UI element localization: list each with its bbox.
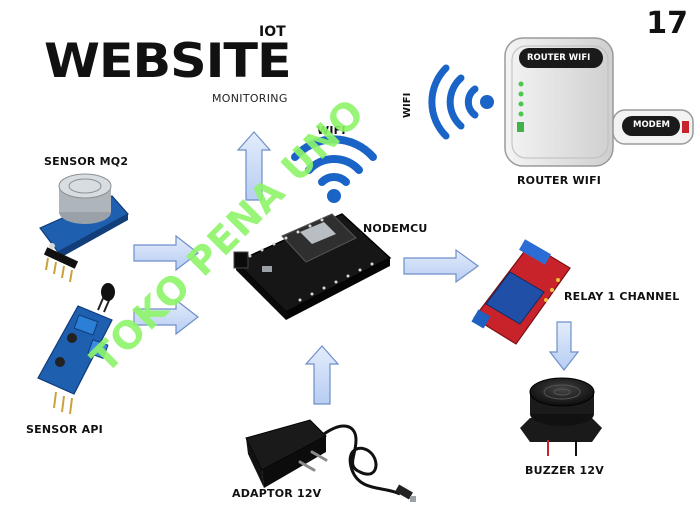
arrow-relay-to-buzzer [548,321,580,371]
modem-image [612,109,694,145]
buzzer-image [520,377,602,456]
arrow-api-to-nodemcu [133,298,199,336]
nodemcu-board-image [233,213,392,320]
sensor-api-image [37,283,115,415]
label-wifi: WIFI [317,124,346,137]
adaptor-image [245,419,416,502]
label-buzzer: BUZZER 12V [525,464,604,477]
arrow-adaptor-to-nodemcu [304,345,340,405]
label-router-wifi: ROUTER WIFI [517,174,602,187]
monitoring-label: MONITORING [212,92,288,105]
iot-label: IOT [259,24,286,40]
sensor-mq2-image [39,173,129,283]
label-wifi-vertical: WIFI [402,92,413,118]
relay-image [471,239,571,345]
router-badge-text: ROUTER WIFI [527,53,591,63]
arrow-mq2-to-nodemcu [133,234,199,272]
label-sensor-api: SENSOR API [26,423,103,436]
label-sensor-mq2: SENSOR MQ2 [44,155,129,168]
website-title: WEBSITE [44,34,292,89]
label-nodemcu: NODEMCU [363,222,428,235]
wifi-icon [291,135,377,203]
label-adaptor: ADAPTOR 12V [232,487,322,500]
label-relay: RELAY 1 CHANNEL [564,290,680,303]
arrow-nodemcu-to-website [236,131,272,201]
wifi-router-icon [428,64,494,140]
page-number: 17 [646,6,688,41]
arrow-nodemcu-to-relay [403,248,480,284]
router-image [504,37,614,167]
modem-badge-text: MODEM [633,120,671,130]
